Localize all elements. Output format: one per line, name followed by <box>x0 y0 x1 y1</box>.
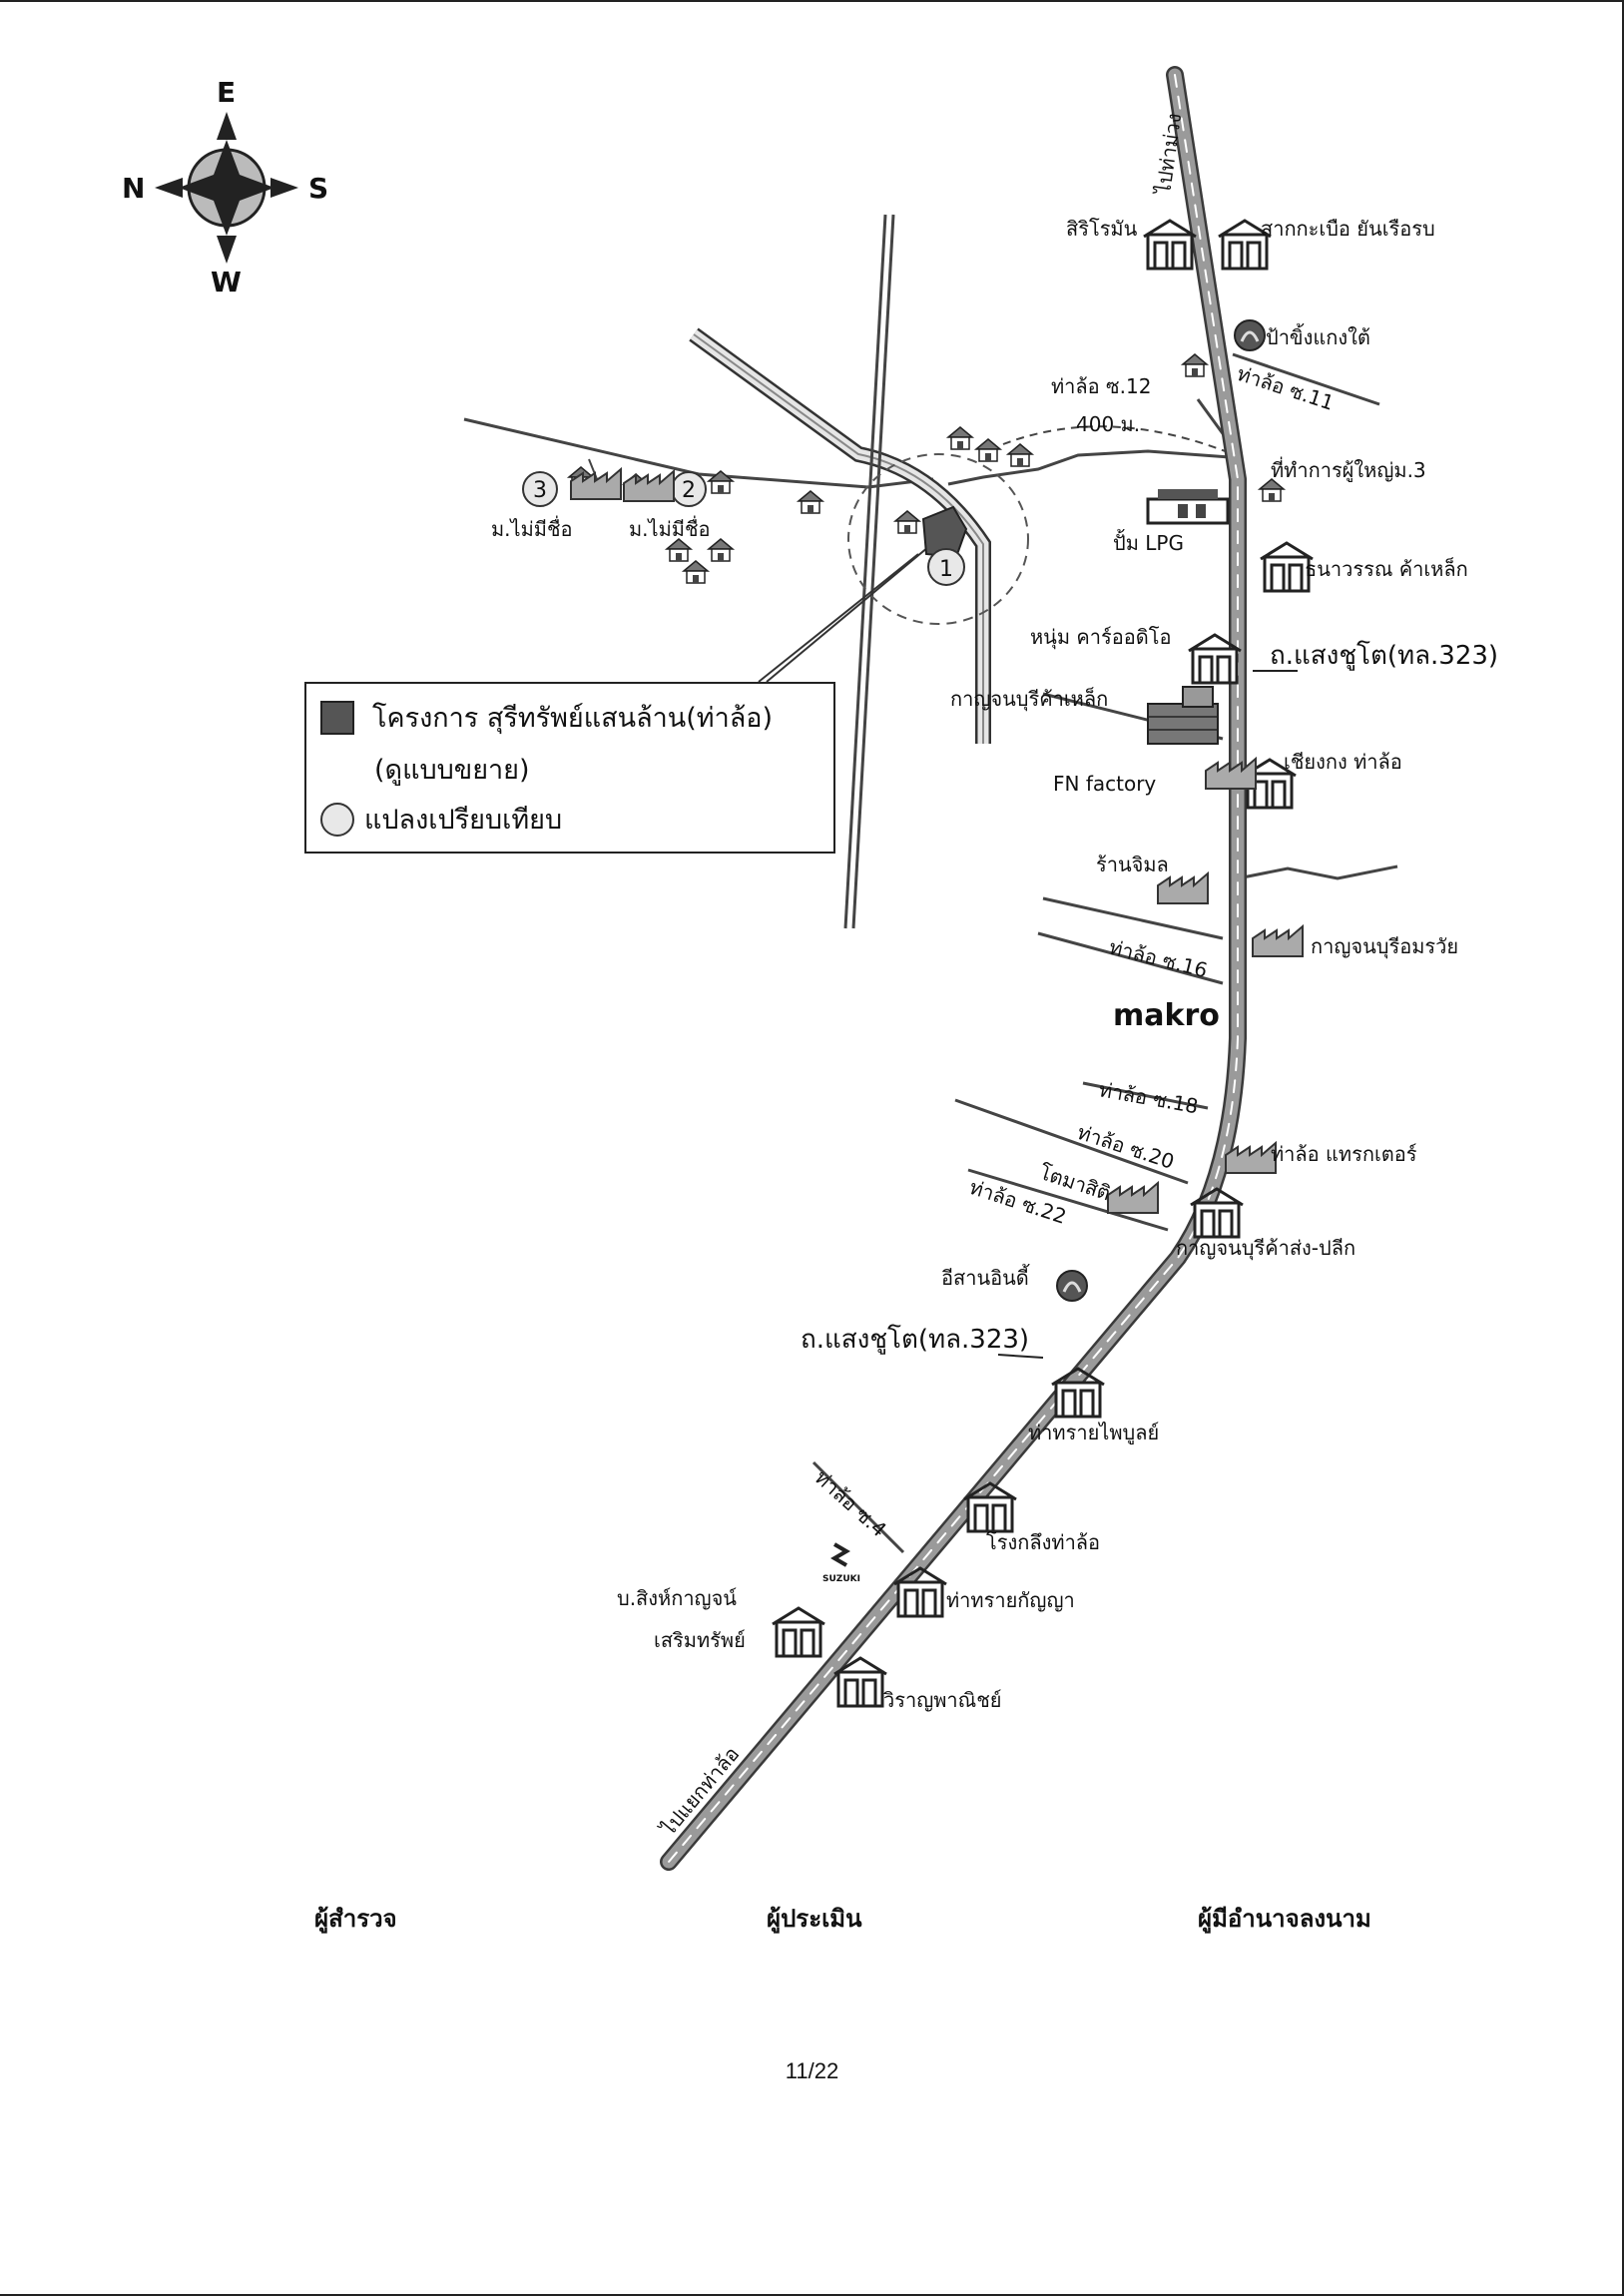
side-roads <box>812 352 1398 1554</box>
road-label-soi-20: ท่าล้อ ซ.20 <box>1074 1120 1177 1174</box>
label-siri-roman: สิริโรมัน <box>1066 217 1138 241</box>
label-tractor: ท่าล้อ แทรกเตอร์ <box>1271 1142 1417 1166</box>
label-soem-sap: เสริมทรัพย์ <box>654 1628 746 1652</box>
suzuki-logo: SUZUKI <box>822 1542 860 1584</box>
road-label-main-lower: ถ.แสงชูโต(ทล.323) <box>801 1324 1029 1355</box>
place-labels: ม.ไม่มีชื่อ ม.ไม่มีชื่อ สิริโรมัน สากกะเ… <box>491 217 1468 1712</box>
factory-icon <box>623 470 675 502</box>
compass-top-letter: E <box>217 76 236 109</box>
legend-note-row: (ดูแบบขยาย) <box>374 748 530 791</box>
compass-bottom-letter: W <box>211 266 242 298</box>
label-kanchana-asset: กาญจนบุรีอมรวัย <box>1311 934 1458 959</box>
legend-project-note: (ดูแบบขยาย) <box>374 755 530 786</box>
label-rong-klueng: โรงกลึงท่าล้อ <box>986 1530 1100 1554</box>
road-label-soi-11: ท่าล้อ ซ.11 <box>1234 361 1337 415</box>
label-kanchana-steel: กาญจนบุรีค้าเหล็ก <box>950 686 1108 712</box>
distance-label: 400 ม. <box>1076 412 1140 436</box>
label-tha-sai-kanya: ท่าทรายกัญญา <box>946 1588 1075 1612</box>
page-number: 11/22 <box>785 2058 839 2083</box>
distance-marker <box>1002 425 1234 455</box>
legend-comparable-row: แปลงเปรียบเทียบ <box>320 798 562 841</box>
label-fn-factory: FN factory <box>1053 772 1156 796</box>
lpg-station-icon <box>1146 489 1230 525</box>
label-ba-khing: ป้าขิ้งแกงใต้ <box>1266 323 1370 349</box>
steel-shop-building-icon <box>1147 686 1219 745</box>
shop-icon <box>1142 219 1198 271</box>
compass-right-letter: S <box>308 172 328 205</box>
label-village-3: ม.ไม่มีชื่อ <box>491 515 573 541</box>
label-ran-jimon: ร้านจิมล <box>1096 853 1169 876</box>
label-chiang-kong: เชียงกง ท่าล้อ <box>1284 750 1402 774</box>
comparable-3-number: 3 <box>533 478 547 503</box>
label-sak-kabuea: สากกะเบือ ยันเรือรบ <box>1261 217 1435 241</box>
factory-icon <box>1252 925 1304 957</box>
comparable-circle-icon <box>320 802 354 837</box>
comparable-3: 3 <box>522 471 558 507</box>
comparable-2: 2 <box>671 471 707 507</box>
factory-icon <box>1157 872 1209 904</box>
label-kanchana-wholesale: กาญจนบุรีค้าส่ง-ปลีก <box>1176 1236 1355 1261</box>
road-label-soi-4: ท่าล้อ ซ.4 <box>811 1465 891 1542</box>
compass: E N S W <box>122 76 328 298</box>
label-lpg: ปั้ม LPG <box>1113 529 1184 555</box>
label-wiran: วิราญพาณิชย์ <box>883 1688 1002 1712</box>
compass-left-letter: N <box>122 172 145 205</box>
project-swatch-icon <box>320 700 354 735</box>
restaurant-icon <box>1055 1269 1089 1303</box>
restaurant-icon <box>1233 318 1267 352</box>
label-thanawan: ธนาวรรณ ค้าเหล็ก <box>1305 556 1468 581</box>
map-legend: โครงการ สุรีทรัพย์แสนล้าน(ท่าล้อ) (ดูแบบ… <box>304 682 835 854</box>
legend-project-row: โครงการ สุรีทรัพย์แสนล้าน(ท่าล้อ) <box>320 696 773 739</box>
compass-icon <box>155 112 298 264</box>
factory-icon <box>1107 1182 1159 1214</box>
project-site <box>921 505 968 559</box>
appraiser-signature-label: ผู้ประเมิน <box>767 1905 862 1933</box>
main-road <box>660 66 1247 1871</box>
road-label-main-upper: ถ.แสงชูโต(ทล.323) <box>1270 640 1498 671</box>
label-village-2: ม.ไม่มีชื่อ <box>629 515 711 541</box>
comparable-1: 1 <box>927 548 965 586</box>
legend-comparable-label: แปลงเปรียบเทียบ <box>364 805 563 836</box>
label-isan-indy: อีสานอินดี้ <box>941 1264 1030 1290</box>
signatory-signature-label: ผู้มีอำนาจลงนาม <box>1198 1905 1371 1933</box>
road-label-soi-18: ท่าล้อ ซ.18 <box>1097 1077 1200 1118</box>
factory-icon <box>1205 758 1257 790</box>
road-label-soi-12: ท่าล้อ ซ.12 <box>1051 374 1151 398</box>
comparable-2-number: 2 <box>682 478 696 503</box>
shop-icon <box>771 1606 826 1658</box>
label-num-car: หนุ่ม คาร์ออดิโอ <box>1030 625 1172 650</box>
label-makro: makro <box>1113 998 1220 1033</box>
label-tha-sai-phaibun: ท่าทรายไพบูลย์ <box>1028 1421 1159 1445</box>
svg-text:SUZUKI: SUZUKI <box>822 1574 860 1584</box>
west-roads <box>463 214 1029 929</box>
label-sing-kanchana: บ.สิงห์กาญจน์ <box>617 1586 737 1610</box>
label-village-office: ที่ทำการผู้ใหญ่ม.3 <box>1271 456 1426 483</box>
legend-project-label: โครงการ สุรีทรัพย์แสนล้าน(ท่าล้อ) <box>372 703 774 734</box>
road-labels: ไปท่าม่วง ไปแยกท่าล้อ ถ.แสงชูโต(ทล.323) … <box>655 112 1498 1842</box>
road-label-soi-16: ท่าล้อ ซ.16 <box>1107 935 1210 983</box>
comparable-1-number: 1 <box>939 557 953 582</box>
surveyor-signature-label: ผู้สำรวจ <box>314 1905 397 1933</box>
